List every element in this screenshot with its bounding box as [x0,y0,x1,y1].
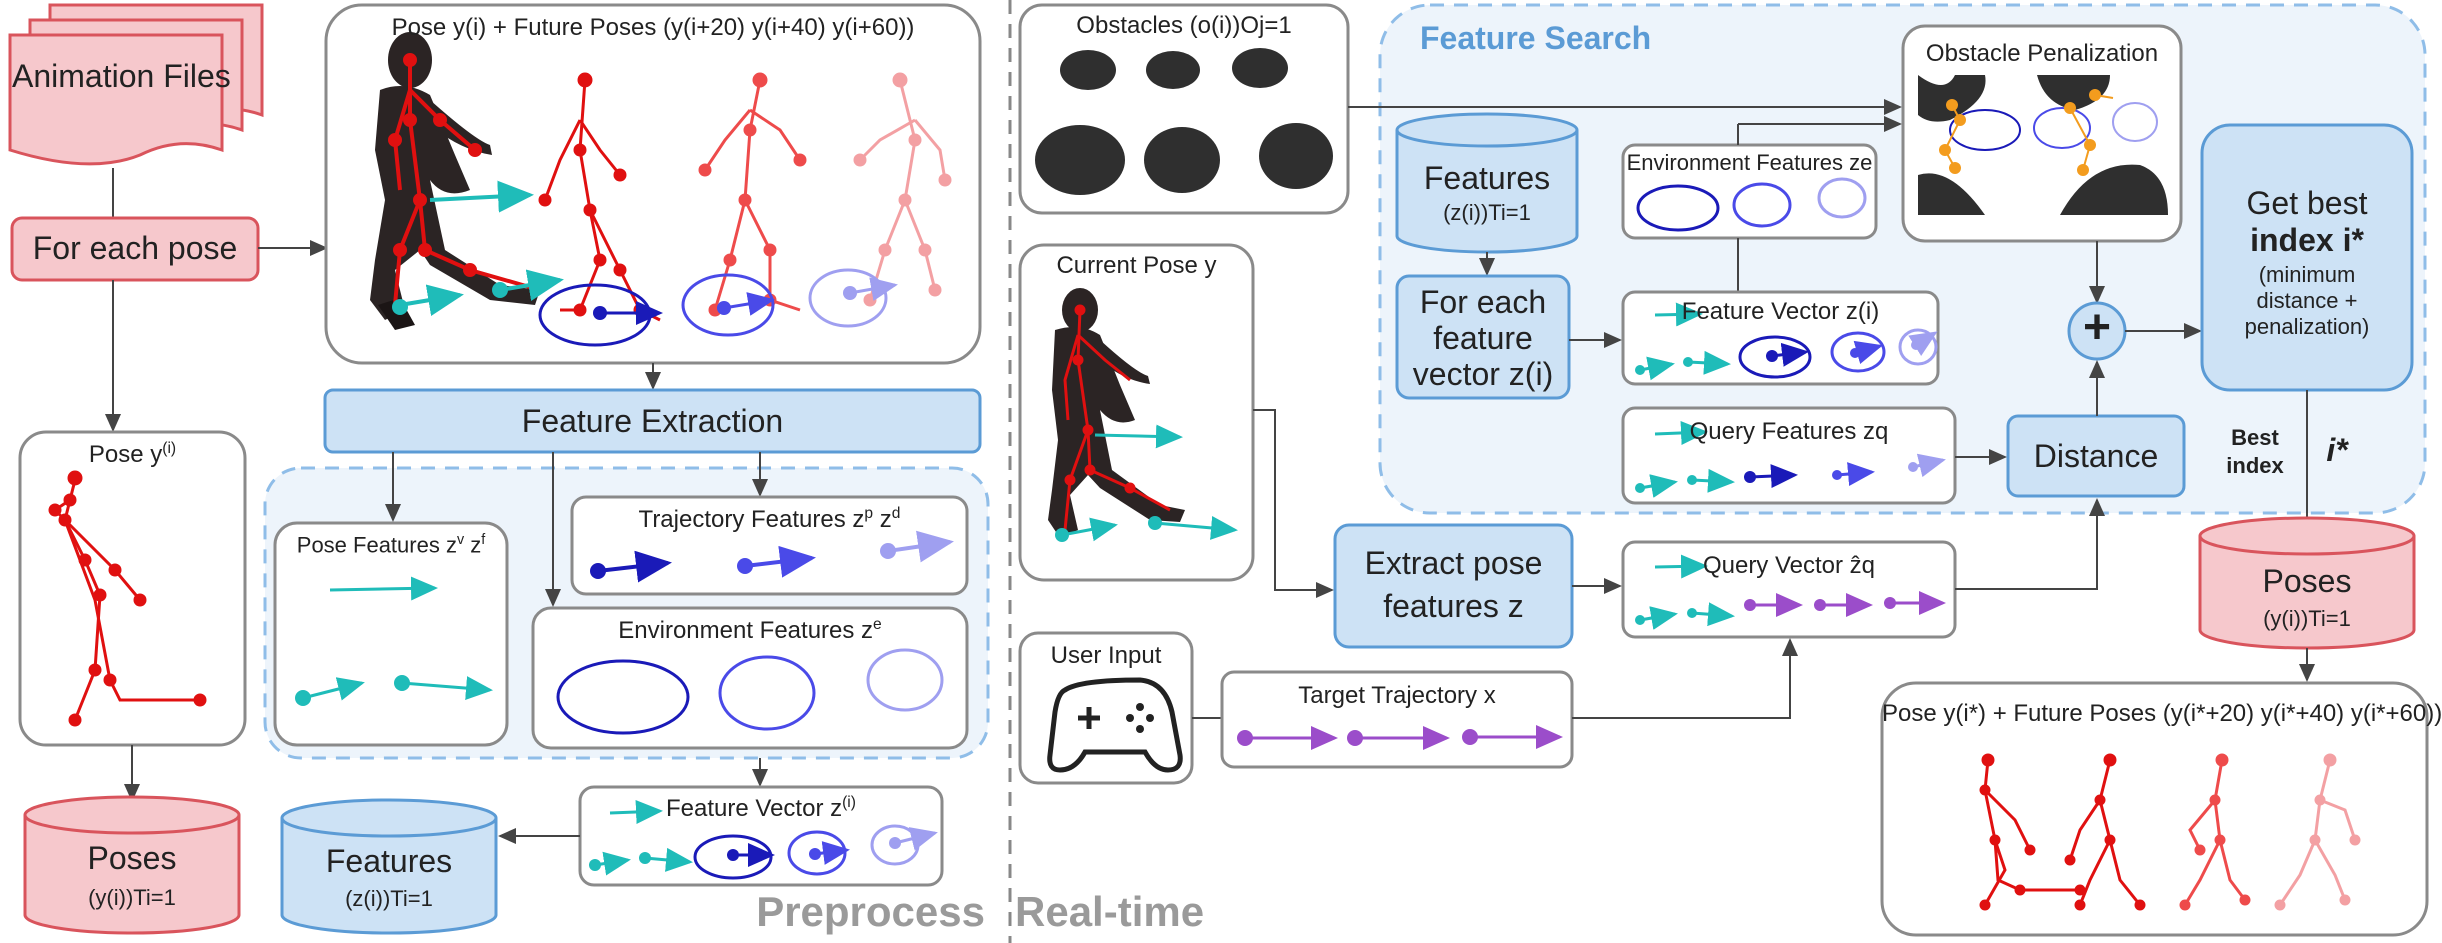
query-vector-label: Query Vector ẑq [1702,552,1876,579]
result-skeleton-1 [1979,753,2086,911]
feature-extraction-box [323,388,982,454]
result-skeleton-2 [2064,753,2146,911]
for-each-feature-box [1395,274,1571,400]
features-formula-left: (z(i))Ti=1 [345,886,433,911]
skeleton-overlay-current [1063,304,1171,531]
features-label-mid: Features [1423,160,1551,196]
pose-features-label: Pose Features zv zf [296,532,486,558]
extract-pose-label-2: features z [1383,588,1524,624]
get-best-label-4: distance + [2256,288,2358,313]
best-index-label-1: Best [2231,425,2279,450]
animation-files-label: Animation Files [12,58,231,94]
best-index-label-2: index [2226,453,2284,478]
get-best-label-3: (minimum [2258,262,2356,287]
features-formula-mid: (z(i))Ti=1 [1443,200,1531,225]
poses-label-right: Poses [2262,563,2352,599]
pose-future-box-right [1880,681,2429,937]
user-input-label: User Input [1050,642,1162,669]
poses-label-left: Poses [87,840,177,876]
pose-yi-label: Pose y(i) [88,440,177,468]
plus-label: + [2082,301,2112,354]
pose-yi-box [18,430,247,747]
realtime-section-label: Real-time [1015,888,1205,935]
extract-pose-label-1: Extract pose [1364,545,1543,581]
poses-formula-left: (y(i))Ti=1 [88,885,176,910]
get-best-label-2: index i* [2250,222,2364,258]
trajectory-features-label: Trajectory Features zp zd [638,505,901,533]
preprocess-section-label: Preprocess [756,888,985,935]
i-star-label: i* [2326,432,2348,468]
result-skeleton-4 [2274,753,2361,911]
for-each-feature-label-3: vector z(i) [1412,356,1554,392]
pose-future-label: Pose y(i) + Future Poses (y(i+20) y(i+40… [391,14,915,41]
obstacle-penalization-label: Obstacle Penalization [1925,40,2159,67]
features-database-mid [1395,112,1579,254]
environment-features-label-rt: Environment Features ze [1626,150,1873,175]
distance-label: Distance [2033,438,2159,474]
get-best-label-5: penalization) [2244,314,2370,339]
poses-formula-right: (y(i))Ti=1 [2263,606,2351,631]
get-best-label-1: Get best [2246,185,2368,221]
target-trajectory-label: Target Trajectory x [1298,682,1496,709]
for-each-pose-label: For each pose [32,230,238,266]
animation-files-icon [8,3,264,166]
features-database-left [280,798,498,935]
environment-features-box [531,606,969,750]
feature-search-label: Feature Search [1420,20,1652,56]
feature-vector-label-rt: Feature Vector z(i) [1681,298,1880,325]
poses-database-left [23,795,241,935]
current-pose-label: Current Pose y [1056,252,1217,279]
feature-vector-label-left: Feature Vector z(i) [666,794,856,822]
future-skeleton-20 [538,72,661,322]
obstacles-label: Obstacles (o(i))Oj=1 [1076,12,1292,39]
query-features-label: Query Features zq [1689,418,1889,445]
skeleton-pose-yi [48,470,207,727]
gamepad-icon [1047,677,1183,773]
poses-database-right [2198,516,2416,650]
target-trajectory-box [1220,670,1574,769]
for-each-feature-label-1: For each [1419,284,1547,320]
extract-pose-features-box [1333,523,1574,649]
features-label-left: Features [325,843,453,879]
result-skeleton-3 [2179,753,2251,911]
environment-features-label: Environment Features ze [618,616,882,644]
for-each-feature-label-2: feature [1433,320,1533,356]
skeleton-overlay [388,53,541,306]
feature-extraction-label: Feature Extraction [521,403,784,439]
environment-features-box-rt [1621,143,1878,240]
pose-future-label-right: Pose y(i*) + Future Poses (y(i*+20) y(i*… [1882,700,2442,727]
